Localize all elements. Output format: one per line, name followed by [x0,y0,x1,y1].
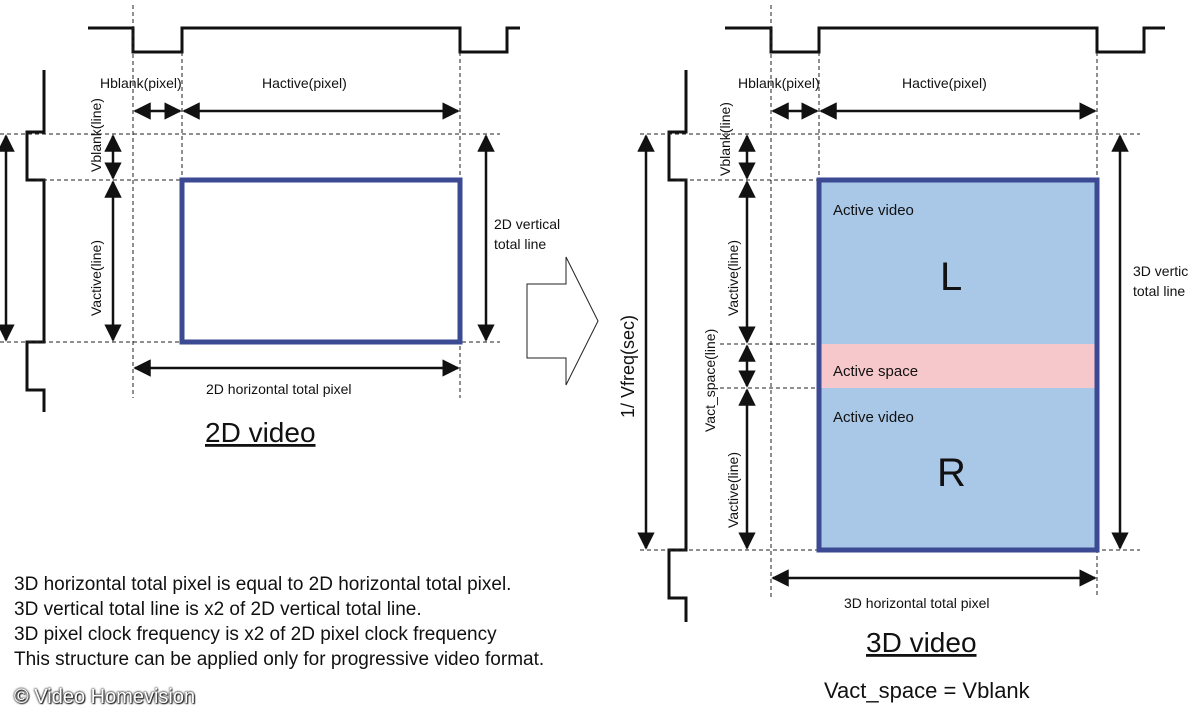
vertical-total-label-3d-line1: 3D vertic [1133,263,1188,279]
vsync-waveform-2d [25,70,46,412]
vactive-bottom-label-3d: Vactive(line) [725,452,741,528]
horizontal-total-label-3d: 3D horizontal total pixel [844,595,990,611]
active-video-top-label: Active video [833,202,914,219]
active-frame-2d [179,177,463,345]
vertical-total-label-2d-line1: 2D vertical [494,216,560,232]
active-video-right-area [819,388,1097,550]
vertical-total-label-3d-line2: total line [1133,283,1185,299]
vblank-label-3d: Vblank(line) [717,102,733,176]
hblank-label-2d: Hblank(pixel) [100,75,182,91]
active-video-bottom-label: Active video [833,409,914,426]
letter-l: L [940,255,962,299]
note-line-2: 3D vertical total line is x2 of 2D verti… [14,599,422,620]
note-line-3: 3D pixel clock frequency is x2 of 2D pix… [14,624,497,645]
vactive-top-label-3d: Vactive(line) [725,240,741,316]
note-line-4: This structure can be applied only for p… [14,649,545,670]
hsync-waveform-2d [88,26,520,54]
vact-space-equation: Vact_space = Vblank [824,678,1030,703]
diagram-3d: Hblank(pixel) Hactive(pixel) Vblank(line… [618,5,1188,658]
letter-r: R [937,451,966,495]
active-video-left-area [819,180,1097,344]
hactive-label-3d: Hactive(pixel) [902,75,987,91]
credit-watermark: © Video Homevision [14,686,196,708]
note-line-1: 3D horizontal total pixel is equal to 2D… [14,574,512,595]
hblank-label-3d: Hblank(pixel) [738,75,820,91]
vblank-label-2d: Vblank(line) [88,98,104,172]
hactive-label-2d: Hactive(pixel) [262,75,347,91]
transition-arrow-shape [526,256,599,386]
horizontal-total-label-2d: 2D horizontal total pixel [206,381,352,397]
active-frame-3d [816,177,1100,553]
period-label-3d: 1/ Vfreq(sec) [618,315,638,418]
vactive-label-2d: Vactive(line) [88,240,104,316]
active-space-area [819,344,1097,388]
title-3d: 3D video [866,627,977,658]
hsync-waveform-3d [725,26,1165,54]
vact-space-label-3d: Vact_space(line) [702,329,718,432]
title-2d: 2D video [205,417,316,448]
vertical-total-label-2d-line2: total line [494,236,546,252]
vsync-waveform-3d [667,70,688,622]
active-space-label: Active space [833,363,918,380]
diagram-2d: Hblank(pixel) Hactive(pixel) Vblank(line… [0,5,560,448]
